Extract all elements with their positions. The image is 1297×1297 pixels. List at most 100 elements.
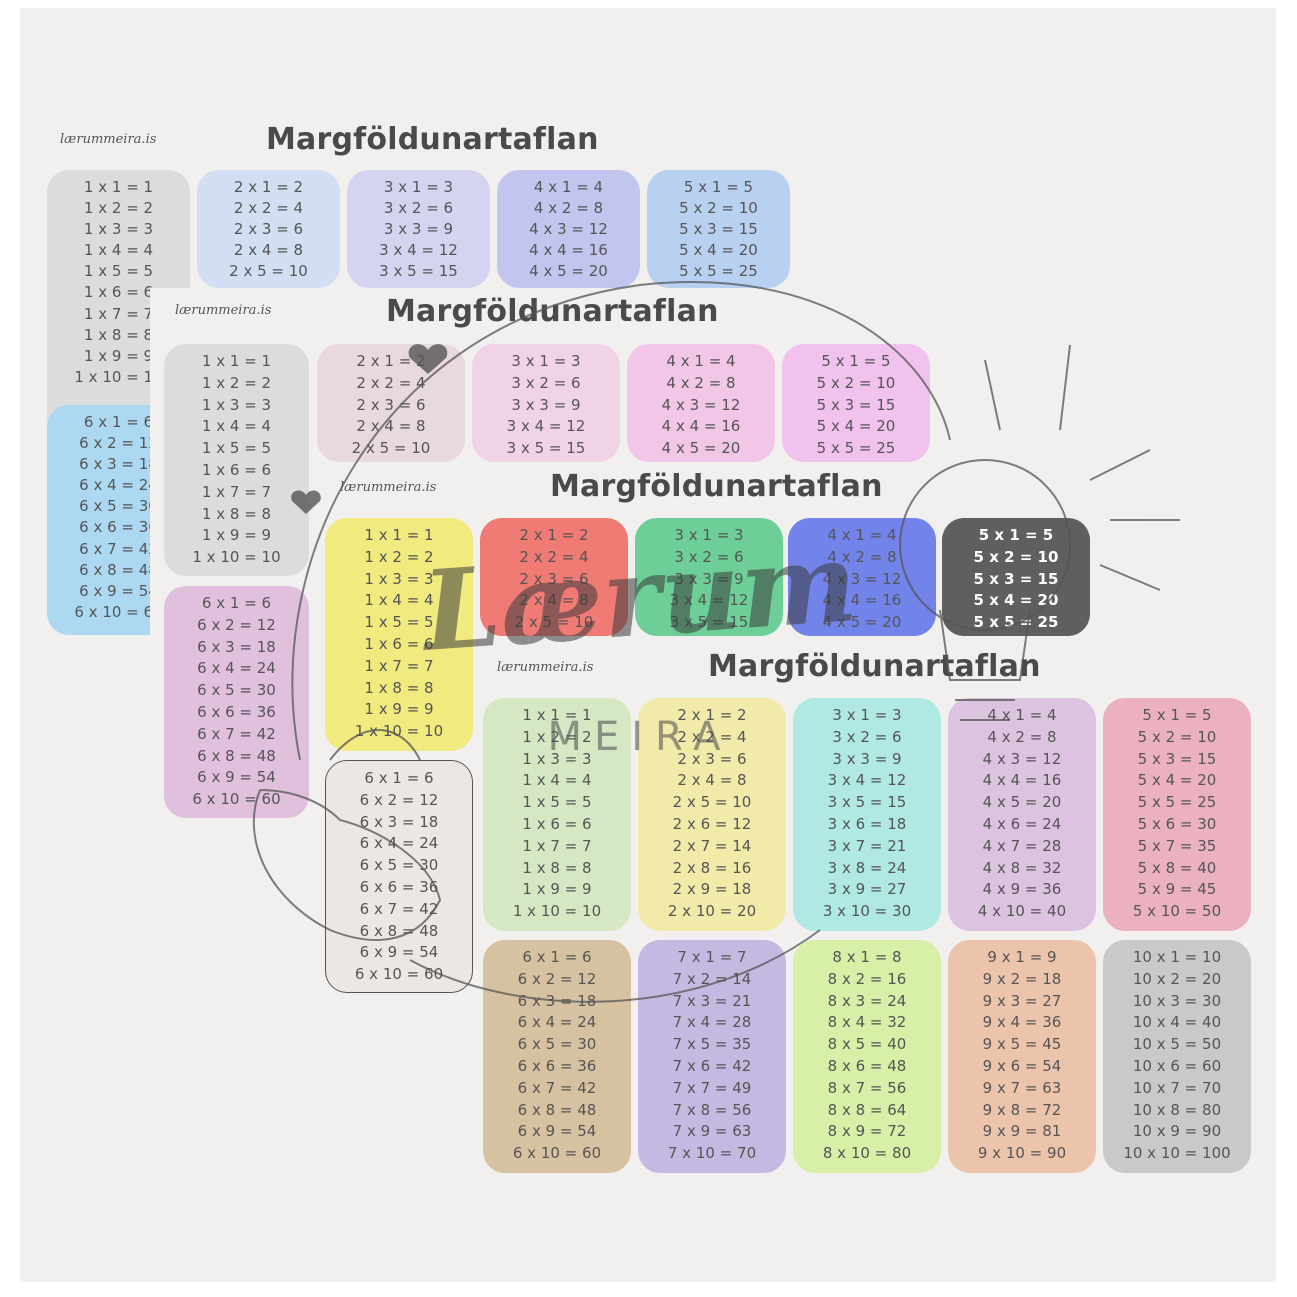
equation: 8 x 8 = 64 <box>827 1100 907 1119</box>
equation: 3 x 2 = 6 <box>832 727 902 746</box>
equation: 6 x 9 = 54 <box>79 581 158 600</box>
equation: 1 x 1 = 1 <box>83 178 154 196</box>
equation: 1 x 5 = 5 <box>364 613 434 632</box>
equation: 6 x 4 = 24 <box>197 659 276 678</box>
equation: 5 x 4 = 20 <box>973 591 1059 610</box>
equation: 3 x 4 = 12 <box>506 417 586 436</box>
equation: 6 x 10 = 60 <box>512 1144 602 1163</box>
equation: 7 x 10 = 70 <box>667 1144 757 1163</box>
equation: 4 x 3 = 12 <box>529 220 608 239</box>
equation: 1 x 5 = 5 <box>83 262 154 281</box>
equation: 7 x 9 = 63 <box>672 1122 752 1141</box>
equation: 4 x 4 = 16 <box>982 771 1062 790</box>
equation: 3 x 2 = 6 <box>511 373 581 392</box>
equation: 6 x 4 = 24 <box>79 476 158 495</box>
equation: 6 x 10 = 60 <box>74 602 163 621</box>
equation: 10 x 3 = 30 <box>1132 991 1222 1010</box>
equation: 1 x 4 = 4 <box>522 771 592 790</box>
equation: 5 x 3 = 15 <box>973 569 1059 588</box>
equation: 4 x 9 = 36 <box>982 880 1062 899</box>
equation: 2 x 3 = 6 <box>233 220 304 239</box>
equation: 9 x 7 = 63 <box>982 1078 1062 1097</box>
equation: 6 x 5 = 30 <box>517 1035 597 1054</box>
equation: 5 x 2 = 10 <box>973 547 1059 566</box>
equation: 5 x 2 = 10 <box>1137 727 1217 746</box>
equation: 5 x 4 = 20 <box>816 417 896 436</box>
equation: 5 x 5 = 25 <box>973 613 1059 632</box>
equation: 5 x 10 = 50 <box>1132 902 1222 921</box>
equation: 7 x 6 = 42 <box>672 1056 752 1075</box>
equation: 5 x 7 = 35 <box>1137 836 1217 855</box>
equation: 6 x 3 = 18 <box>79 455 158 474</box>
sheet-title: Margföldunartaflan <box>266 122 599 157</box>
equation: 2 x 1 = 2 <box>233 178 304 196</box>
equation: 1 x 5 = 5 <box>201 439 272 458</box>
equation: 2 x 6 = 12 <box>672 814 752 833</box>
equation: 1 x 9 = 9 <box>201 526 272 545</box>
equation: 8 x 1 = 8 <box>832 948 902 966</box>
brand-text: lærummeira.is <box>60 132 157 147</box>
equation: 9 x 8 = 72 <box>982 1100 1062 1119</box>
equation: 1 x 4 = 4 <box>83 241 154 260</box>
equation: 1 x 4 = 4 <box>364 591 434 610</box>
equation: 4 x 5 = 20 <box>529 262 608 281</box>
equation: 3 x 5 = 15 <box>669 613 749 632</box>
equation: 4 x 2 = 8 <box>827 547 897 566</box>
equation: 1 x 7 = 7 <box>364 656 434 675</box>
equation: 4 x 1 = 4 <box>987 706 1057 724</box>
equation: 3 x 4 = 12 <box>827 771 907 790</box>
equation: 3 x 9 = 27 <box>827 880 907 899</box>
equation: 5 x 3 = 15 <box>1137 749 1217 768</box>
equation: 4 x 3 = 12 <box>661 395 741 414</box>
equation: 8 x 7 = 56 <box>827 1078 907 1097</box>
equation: 5 x 4 = 20 <box>1137 771 1217 790</box>
equation: 2 x 1 = 2 <box>519 526 589 544</box>
equation: 5 x 4 = 20 <box>679 241 758 260</box>
equation: 1 x 1 = 1 <box>364 526 434 544</box>
equation: 9 x 10 = 90 <box>977 1144 1067 1163</box>
equation: 2 x 5 = 10 <box>514 613 594 632</box>
equation: 1 x 6 = 6 <box>83 283 154 302</box>
equation: 1 x 10 = 10 <box>192 548 281 567</box>
equation: 6 x 1 = 6 <box>83 413 154 431</box>
equation: 1 x 1 = 1 <box>522 706 592 724</box>
equation: 6 x 4 = 24 <box>359 834 439 853</box>
equation: 1 x 9 = 9 <box>364 700 434 719</box>
equation: 8 x 5 = 40 <box>827 1035 907 1054</box>
equation: 1 x 3 = 3 <box>364 569 434 588</box>
equation: 7 x 8 = 56 <box>672 1100 752 1119</box>
equation: 1 x 3 = 3 <box>201 395 272 414</box>
equation: 1 x 9 = 9 <box>522 880 592 899</box>
equation: 5 x 3 = 15 <box>679 220 758 239</box>
equation: 5 x 6 = 30 <box>1137 814 1217 833</box>
equation: 3 x 10 = 30 <box>822 902 912 921</box>
sheet-title: Margföldunartaflan <box>550 469 883 504</box>
equation: 10 x 1 = 10 <box>1132 948 1222 966</box>
equation: 2 x 4 = 8 <box>519 591 589 610</box>
equation: 6 x 2 = 12 <box>359 790 439 809</box>
brand-text: lærummeira.is <box>175 303 272 318</box>
equation: 1 x 6 = 6 <box>364 634 434 653</box>
equation: 3 x 7 = 21 <box>827 836 907 855</box>
equation: 7 x 4 = 28 <box>672 1013 752 1032</box>
equation: 5 x 9 = 45 <box>1137 880 1217 899</box>
equation: 2 x 4 = 8 <box>677 771 747 790</box>
equation: 4 x 2 = 8 <box>666 373 736 392</box>
equation: 7 x 2 = 14 <box>672 969 752 988</box>
equation: 3 x 5 = 15 <box>506 439 586 458</box>
equation: 3 x 3 = 9 <box>832 749 902 768</box>
equation: 4 x 5 = 20 <box>661 439 741 458</box>
equation: 4 x 1 = 4 <box>533 178 604 196</box>
equation: 4 x 3 = 12 <box>822 569 902 588</box>
equation: 8 x 6 = 48 <box>827 1056 907 1075</box>
